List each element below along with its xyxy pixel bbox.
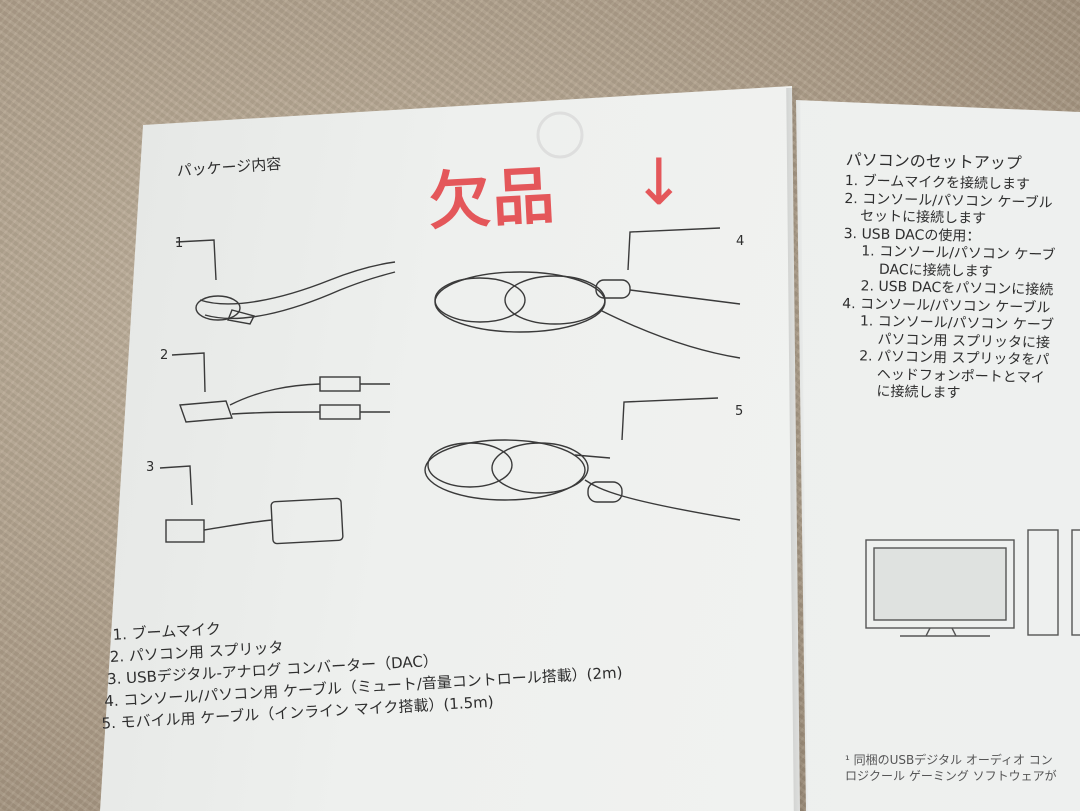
console-cable-drawing (434, 227, 741, 359)
splitter-drawing (171, 352, 390, 423)
callout-3: 3 (146, 460, 155, 475)
footnote-line: ロジクール ゲーミング ソフトウェアが (845, 769, 1057, 783)
mobile-cable-drawing (424, 397, 741, 521)
arrow-down-icon: ↓ (632, 146, 688, 220)
boom-mic-drawing (175, 239, 396, 325)
monitor-drawing (865, 529, 1080, 637)
pc-setup-heading: パソコンのセットアップ (845, 149, 1022, 173)
footnote-line: ¹ 同梱のUSBデジタル オーディオ コン (845, 753, 1053, 767)
missing-annotation: 欠品 (426, 158, 559, 239)
callout-5: 5 (735, 404, 744, 419)
usb-dac-drawing (159, 465, 344, 545)
logo-watermark (536, 111, 584, 159)
callout-1: 1 (175, 236, 184, 251)
setup-steps: 1. ブームマイクを接続します 2. コンソール/パソコン ケーブル セットに接… (840, 173, 1057, 405)
callout-2: 2 (160, 348, 169, 363)
step-line: に接続します (876, 383, 961, 402)
footnote: ¹ 同梱のUSBデジタル オーディオ コン ロジクール ゲーミング ソフトウェア… (845, 752, 1057, 784)
callout-4: 4 (736, 234, 745, 249)
